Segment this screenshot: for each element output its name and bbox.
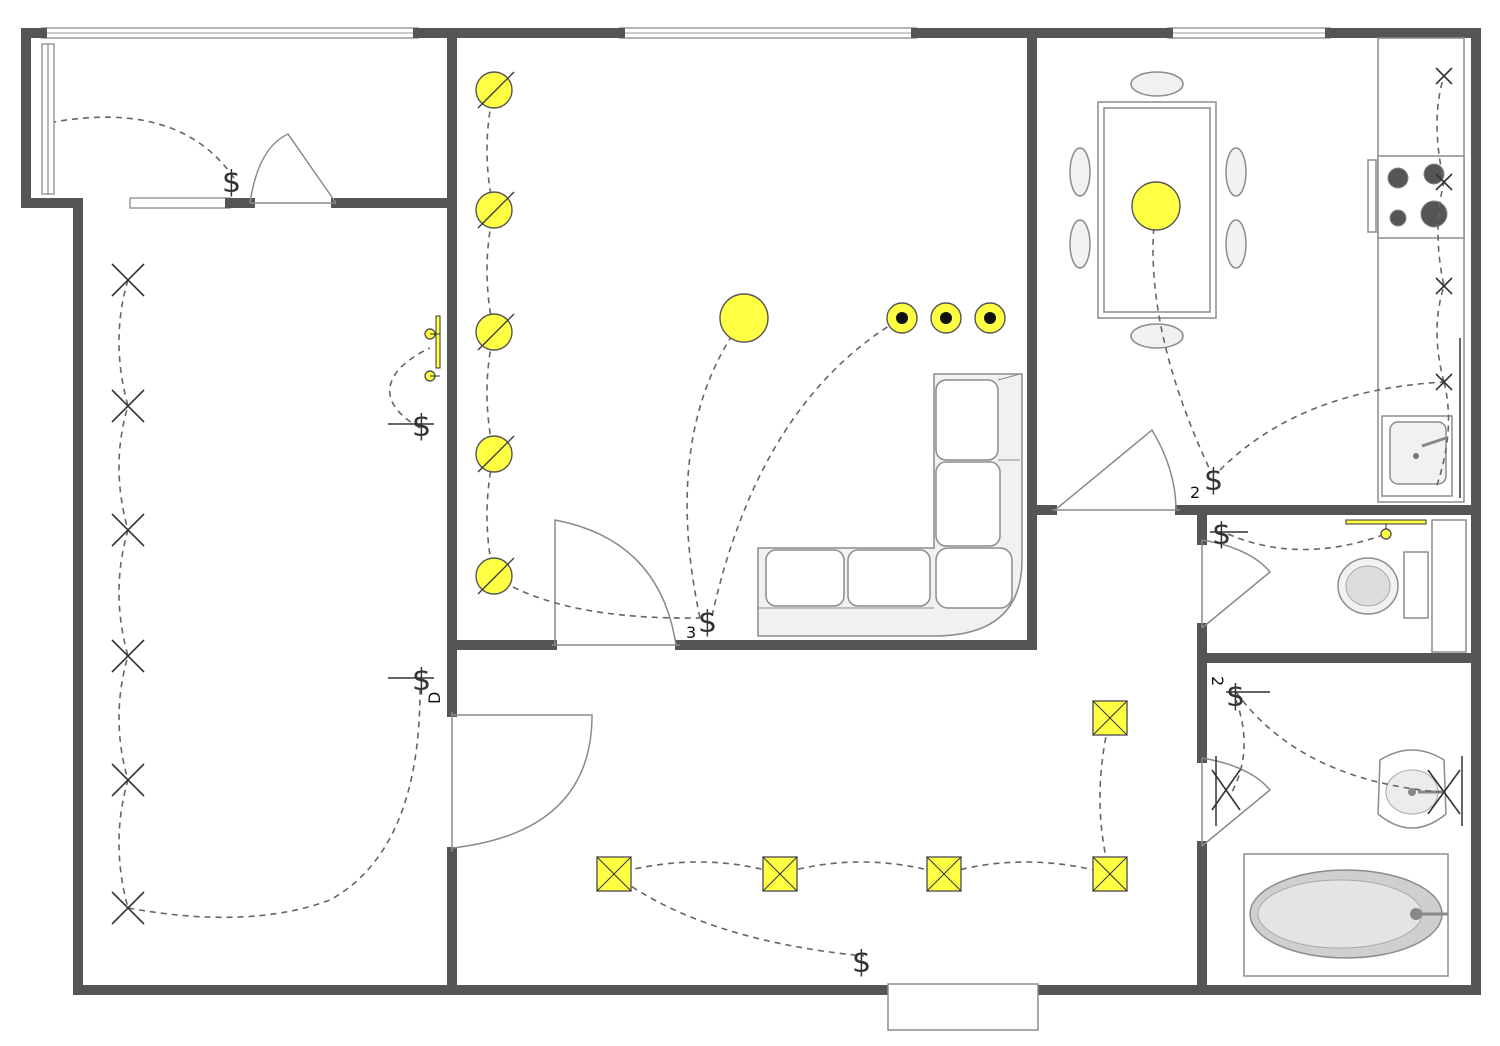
switch-icon: $ [852,945,871,980]
switch-count: D [425,692,444,704]
x-fixture-icon [1435,67,1453,85]
square-fixture-icon [926,856,962,892]
switch-symbol: $ [1226,679,1245,714]
switch-icon: $ 2 [1208,676,1270,714]
x-fixture-icon [1435,277,1453,295]
door-swing-icon [451,712,593,852]
switch-icon: $ [1210,517,1248,552]
switch-icon: $ [222,165,241,200]
switch-icon: $ 3 [686,605,717,642]
window-icon [1167,27,1331,39]
door-swing-icon [1201,757,1272,847]
wiring [53,75,1450,957]
switch-symbol: $ [852,945,871,980]
entrance-step [887,983,1039,1031]
washbasin [1377,749,1447,829]
switch-icon: $ [388,409,434,444]
doors [249,133,1272,852]
toilet [1337,519,1467,653]
track-spot-icon [974,302,1006,334]
wall-sconce-icon [475,71,515,109]
door-swing-icon [1052,428,1180,511]
x-fixture-icon [1435,173,1453,191]
switches: $ $ $ D $ 3 $ 2 $ $ 2 $ [222,165,1270,980]
switch-count: 2 [1190,483,1200,502]
square-fixture-icon [1092,700,1128,736]
switch-count: 3 [686,623,696,642]
square-fixture-icon [762,856,798,892]
wall-sconce-icon [475,191,515,229]
switch-symbol: $ [1204,463,1223,498]
stove [1367,155,1465,239]
x-fixture-icon [111,263,145,297]
ceiling-light-icon [1131,181,1181,231]
window-icon [41,27,419,39]
x-fixture-icon [1427,769,1461,815]
walls [21,28,1481,995]
switch-symbol: $ [698,605,717,640]
square-fixture-icon [1092,856,1128,892]
x-fixture-icon [111,763,145,797]
door-swing-icon [249,133,337,204]
door-swing-icon [1201,539,1272,629]
x-fixture-icon [111,513,145,547]
switch-symbol: $ [1212,517,1231,552]
ceiling-light-icon [719,293,769,343]
switch-icon: $ 2 [1190,463,1223,502]
x-fixture-icon [111,389,145,423]
recessed-light-icon [1345,519,1427,540]
switch-symbol: $ [412,409,431,444]
x-fixture-icon [111,891,145,925]
x-fixture-icon [1435,373,1453,391]
switch-symbol: $ [412,663,431,698]
switch-symbol: $ [222,165,241,200]
light-fixtures [111,67,1463,925]
furniture [757,37,1467,1031]
square-fixture-icon [596,856,632,892]
window-icon [129,197,231,209]
track-spot-icon [930,302,962,334]
track-spot-icon [886,302,918,334]
switch-icon: $ D [388,663,444,704]
door-swing-icon [552,519,680,646]
window-icon [619,27,917,39]
switch-count: 2 [1208,676,1227,686]
x-fixture-icon [111,639,145,673]
bathtub [1243,853,1449,977]
window-icon [41,43,55,195]
wall-sconce-icon [475,435,515,473]
wall-sconce-icon [475,313,515,351]
recessed-light-icon [424,315,441,382]
sectional-sofa [757,373,1023,637]
kitchen-sink [1381,415,1453,497]
windows [41,27,1331,209]
wall-sconce-icon [475,557,515,595]
